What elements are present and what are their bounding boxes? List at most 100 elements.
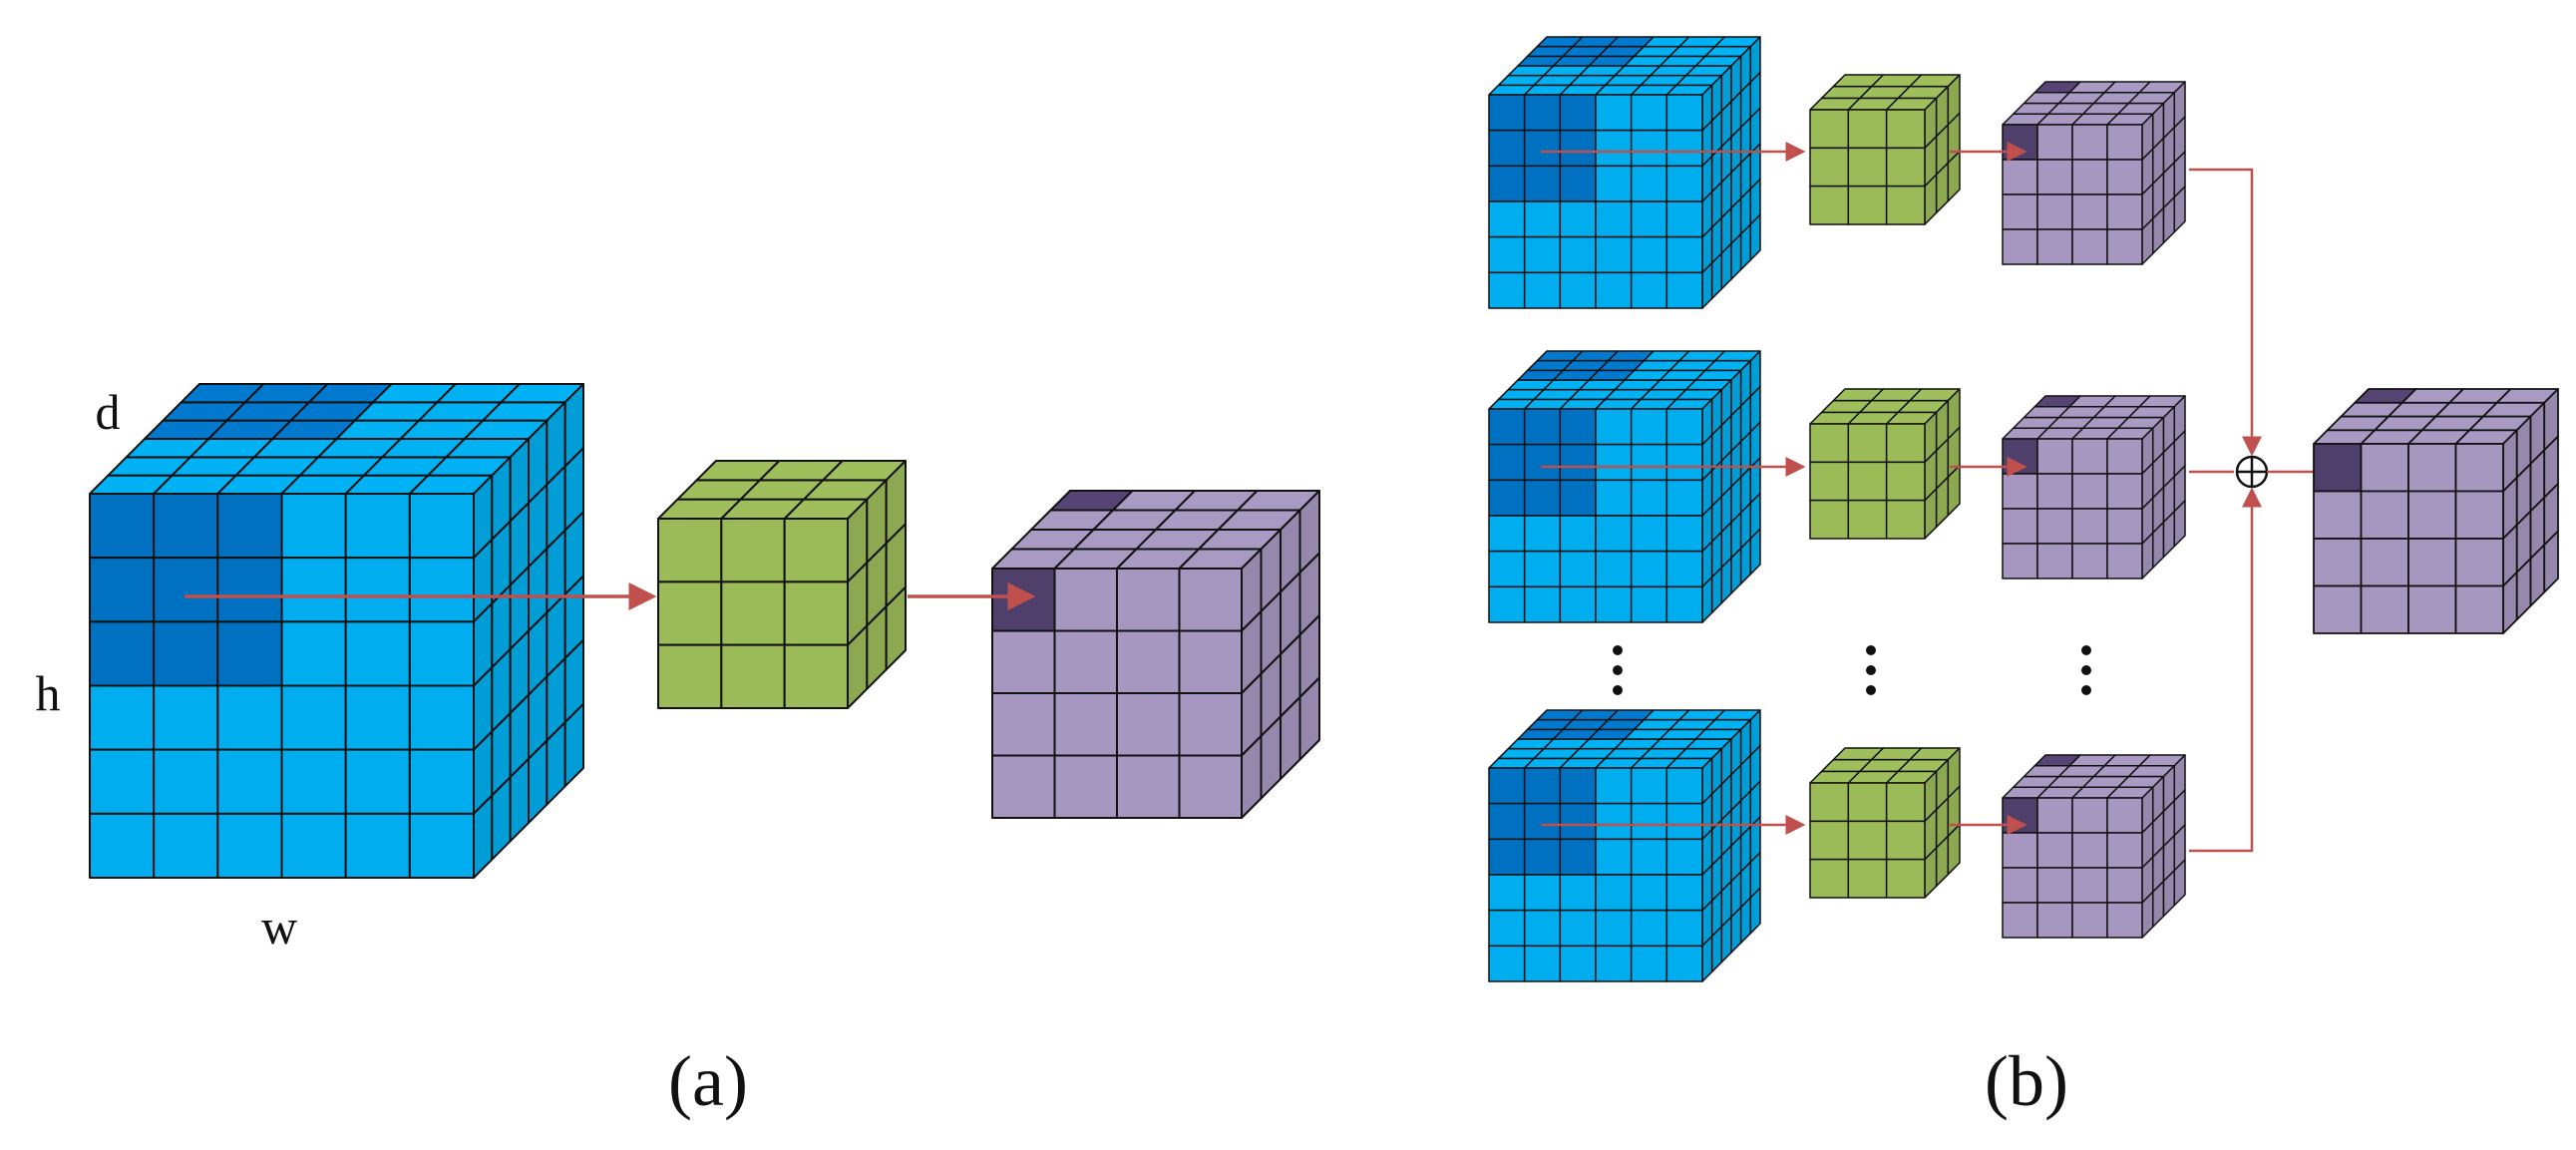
front-face-cell	[1809, 820, 1850, 861]
kernel-cube	[657, 460, 907, 709]
front-face-cell	[1559, 515, 1597, 553]
front-face-cell	[1630, 874, 1668, 912]
branch-3-kernel-cube	[1809, 747, 1961, 899]
front-face-cell	[2106, 473, 2143, 510]
front-face-cell	[1630, 945, 1668, 982]
front-face-cell	[1595, 767, 1633, 805]
front-face-cell	[1809, 858, 1850, 899]
front-face-cell	[1488, 408, 1526, 446]
front-face-cell	[1559, 802, 1597, 841]
front-face-cell	[2036, 832, 2073, 869]
front-face-cell	[2036, 902, 2073, 939]
front-face-cell	[1523, 909, 1562, 948]
front-face-cell	[1178, 692, 1243, 757]
front-face-cell	[1488, 165, 1526, 202]
front-face-cell	[1559, 585, 1597, 623]
front-face-cell	[2002, 902, 2038, 939]
branch-1-kernel-cube	[1809, 74, 1961, 225]
front-face-cell	[1595, 271, 1633, 309]
front-face-cell	[1523, 129, 1562, 168]
front-face-cell	[1053, 629, 1118, 694]
front-face-cell	[216, 557, 283, 623]
front-face-cell	[1559, 235, 1597, 274]
front-face-cell	[1595, 802, 1633, 841]
branch-2	[1488, 350, 2186, 623]
front-face-cell	[2002, 228, 2038, 265]
front-face-cell	[2071, 159, 2108, 195]
front-face-cell	[783, 518, 849, 583]
front-face-cell	[1523, 550, 1562, 588]
input-volume-cube	[89, 383, 584, 879]
front-face-cell	[657, 518, 723, 583]
front-face-cell	[2071, 797, 2108, 834]
front-face-cell	[1178, 568, 1243, 632]
front-face-cell	[153, 493, 219, 560]
front-face-cell	[2036, 508, 2073, 545]
front-face-cell	[1665, 909, 1703, 948]
front-face-cell	[1665, 874, 1703, 912]
front-face-cell	[2106, 193, 2143, 230]
front-face-cell	[1595, 165, 1633, 202]
front-face-cell	[1559, 909, 1597, 948]
front-face-cell	[2407, 443, 2457, 493]
front-face-cell	[1665, 235, 1703, 274]
front-face-cell	[1630, 271, 1668, 309]
front-face-cell	[1630, 515, 1668, 553]
front-face-cell	[1885, 820, 1926, 861]
front-face-cell	[1559, 408, 1597, 446]
front-face-cell	[1885, 109, 1926, 150]
caption-a: (a)	[668, 1041, 748, 1121]
front-face-cell	[1559, 945, 1597, 982]
front-face-cell	[2360, 490, 2409, 540]
height-label: h	[36, 665, 61, 721]
side-face-cell	[2543, 530, 2559, 593]
front-face-cell	[344, 557, 411, 623]
front-face-cell	[1488, 909, 1526, 948]
front-face-cell	[2106, 124, 2143, 161]
front-face-cell	[1809, 423, 1850, 464]
side-face-cell	[563, 702, 584, 788]
branch-1-output-cube	[2002, 81, 2186, 265]
front-face-cell	[1488, 235, 1526, 274]
front-face-cell	[1595, 515, 1633, 553]
front-face-cell	[2454, 584, 2504, 634]
front-face-cell	[1595, 200, 1633, 238]
front-face-cell	[344, 620, 411, 687]
front-face-cell	[344, 493, 411, 560]
front-face-cell	[2106, 508, 2143, 545]
branch-ellipsis	[1613, 645, 2091, 695]
front-face-cell	[1523, 767, 1562, 805]
front-face-cell	[1116, 568, 1181, 632]
front-face-cell	[1595, 235, 1633, 274]
front-face-cell	[2071, 228, 2108, 265]
front-face-cell	[280, 748, 347, 815]
front-face-cell	[1488, 585, 1526, 623]
front-face-cell	[1523, 408, 1562, 446]
front-face-cell	[1116, 629, 1181, 694]
front-face-cell	[2106, 902, 2143, 939]
front-face-cell	[1595, 909, 1633, 948]
front-face-cell	[1665, 271, 1703, 309]
front-face-cell	[2407, 490, 2457, 540]
front-face-cell	[1523, 479, 1562, 517]
collector-bottom-line	[2189, 487, 2262, 853]
front-face-cell	[1809, 782, 1850, 823]
front-face-cell	[1488, 443, 1526, 482]
front-face-cell	[1885, 461, 1926, 502]
front-face-cell	[991, 754, 1056, 819]
front-face-cell	[1116, 754, 1181, 819]
front-face-cell	[2036, 438, 2073, 475]
front-face-cell	[2313, 538, 2363, 587]
front-face-cell	[344, 684, 411, 751]
front-face-cell	[216, 748, 283, 815]
front-face-cell	[1559, 838, 1597, 876]
front-face-cell	[1053, 568, 1118, 632]
front-face-cell	[1885, 423, 1926, 464]
branch-2-output-cube	[2002, 395, 2186, 579]
front-face-cell	[1488, 200, 1526, 238]
front-face-cell	[408, 557, 475, 623]
front-face-cell	[2071, 193, 2108, 230]
front-face-cell	[2407, 584, 2457, 634]
front-face-cell	[1665, 767, 1703, 805]
